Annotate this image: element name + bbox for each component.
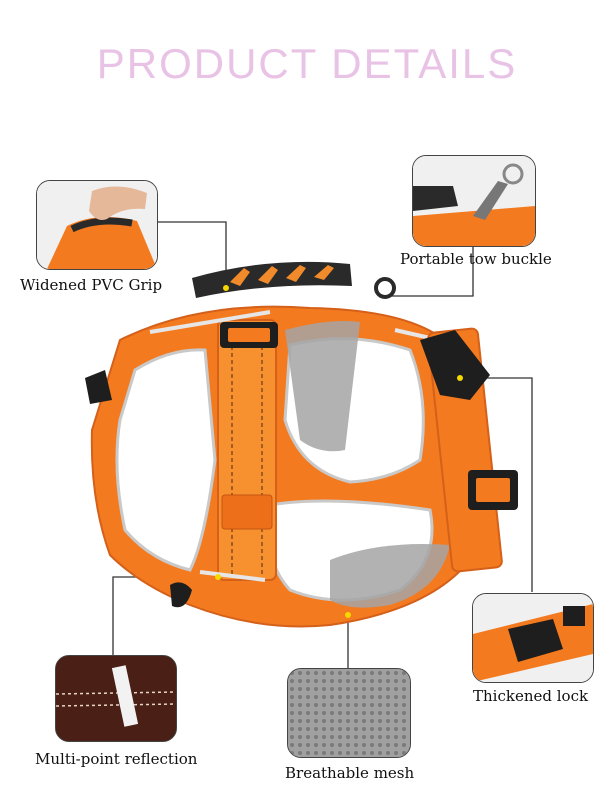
page-title: PRODUCT DETAILS (96, 40, 518, 87)
buckle-callout (412, 155, 536, 247)
lock-callout (472, 593, 594, 683)
lock-photo (473, 594, 593, 682)
harness-body (90, 305, 476, 628)
reflective-strip-photo (56, 656, 176, 741)
feature-label-mesh: Breathable mesh (285, 764, 415, 782)
tow-ring (374, 277, 396, 299)
feature-label-reflection: Multi-point reflection (35, 750, 198, 768)
feature-label-grip: Widened PVC Grip (20, 276, 163, 294)
grip-callout (36, 180, 158, 270)
mesh-texture-photo (288, 669, 410, 757)
grip-photo (37, 181, 157, 269)
tow-buckle-photo (413, 156, 535, 246)
side-buckles (85, 322, 518, 608)
feature-label-lock: Thickened lock (473, 687, 589, 705)
pvc-grip-handle (192, 261, 352, 298)
reflection-callout (55, 655, 177, 742)
feature-label-buckle: Portable tow buckle (400, 250, 552, 268)
mesh-callout (287, 668, 411, 758)
